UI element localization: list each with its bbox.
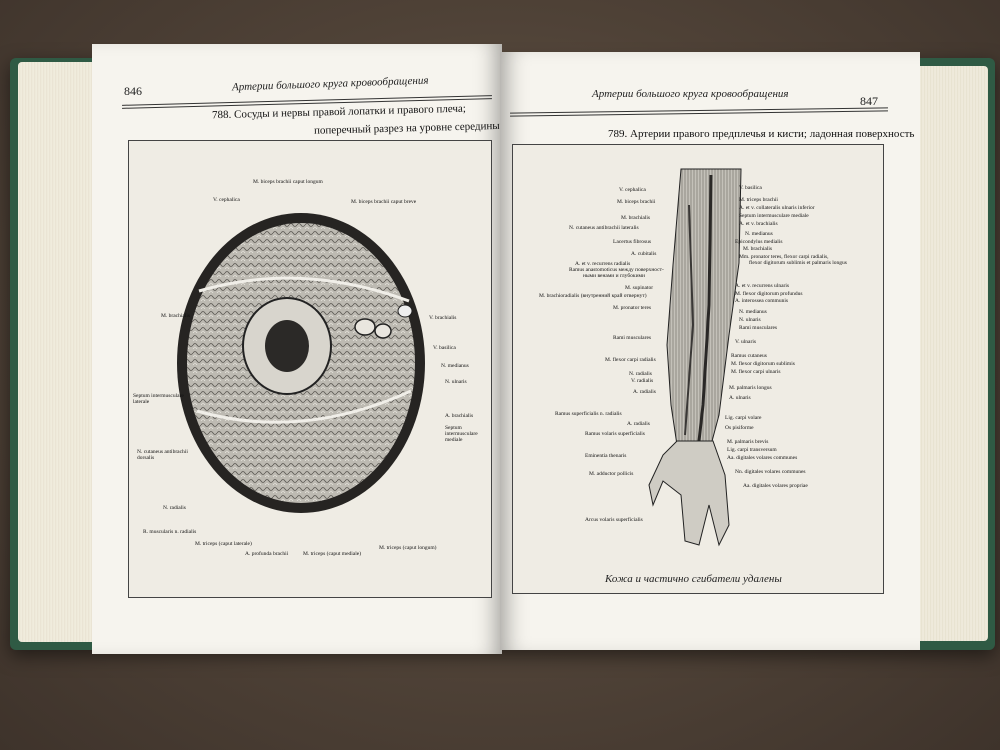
running-head-right: Артерии большого круга кровообращения xyxy=(592,88,789,100)
r-label-palmaris-brevis: M. palmaris brevis xyxy=(727,439,769,445)
r-label-nn-digitales: Nn. digitales volares communes xyxy=(735,469,806,475)
label-n-radialis: N. radialis xyxy=(163,505,186,511)
r-label-v-cephalica: V. cephalica xyxy=(619,187,646,193)
r-label-flexor-carpi-radialis: M. flexor carpi radialis xyxy=(605,357,656,363)
r-label-pronator-teres: M. pronator teres xyxy=(613,305,652,311)
page-number-right: 847 xyxy=(860,94,878,108)
label-n-ulnaris: N. ulnaris xyxy=(445,379,467,385)
label-triceps-medial: M. triceps (caput mediale) xyxy=(303,551,362,557)
r-label-lacertus: Lacertus fibrosus xyxy=(613,239,652,245)
left-page: 846 Артерии большого круга кровообращени… xyxy=(92,44,529,654)
r-label-a-radialis-2: A. radialis xyxy=(627,421,650,427)
running-head-left: Артерии большого круга кровообращения xyxy=(231,74,429,94)
r-label-a-cubitalis: A. cubitalis xyxy=(631,251,657,257)
r-label-palmaris-longus: M. palmaris longus xyxy=(729,385,772,391)
r-label-ramus-volaris: Ramus volaris superficialis xyxy=(585,431,645,437)
label-v-cephalica: V. cephalica xyxy=(213,197,240,203)
r-label-rami-musculares-r: Rami musculares xyxy=(739,325,778,331)
label-biceps-short: M. biceps brachii caput breve xyxy=(351,199,417,205)
figure-789-footnote: Кожа и частично сгибатели удалены xyxy=(605,573,782,585)
r-label-epicondylus: Epicondylus medialis xyxy=(735,239,783,245)
r-label-septum: Septum intermusculare mediale xyxy=(739,213,809,219)
figure-788-caption-2: поперечный разрез на уровне середины пле… xyxy=(313,119,529,137)
r-label-v-ulnaris: V. ulnaris xyxy=(735,339,756,345)
label-a-brachialis: A. brachialis xyxy=(445,413,474,419)
r-label-n-medianus: N. medianus xyxy=(745,231,773,237)
r-label-recurrens-ulnaris: A. et v. recurrens ulnaris xyxy=(735,283,790,289)
r-label-pronator-group-2: flexor digitorum sublimis et palmaris lo… xyxy=(749,260,847,266)
r-label-n-medianus-2: N. medianus xyxy=(739,309,767,315)
arm-cross-section-illustration xyxy=(177,213,425,513)
r-label-rami-musculares: Rami musculares xyxy=(613,335,652,341)
r-label-pronator-group: Mm. pronator teres, flexor carpi radiali… xyxy=(739,254,829,260)
label-n-medianus: N. medianus xyxy=(441,363,469,369)
r-label-v-basilica: V. basilica xyxy=(739,185,762,191)
label-v-basilica: V. basilica xyxy=(433,345,456,351)
r-label-aa-digitales-propriae: Aa. digitales volares propriae xyxy=(743,483,808,489)
right-page-edges xyxy=(908,66,988,641)
label-a-profunda: A. profunda brachii xyxy=(245,551,289,557)
label-septum-mediale: Septum intermusculare mediale xyxy=(445,425,478,443)
label-triceps-lateral: M. triceps (caput laterale) xyxy=(195,541,252,547)
r-label-lig-carpi-volare: Lig. carpi volare xyxy=(725,415,762,421)
r-label-m-brachialis: M. brachialis xyxy=(743,246,773,252)
r-label-biceps: M. biceps brachii xyxy=(617,199,656,205)
label-septum-laterale: Septum intermusculare laterale xyxy=(133,393,184,405)
r-label-ramus-anastomoticus-2: ными венами и глубокими xyxy=(583,273,645,279)
r-label-brachioradialis: M. brachioradialis (внутренний край отве… xyxy=(539,293,647,299)
r-label-supinator: M. supinator xyxy=(625,285,654,291)
figure-789-frame: V. cephalica M. biceps brachii M. brachi… xyxy=(512,144,884,594)
r-label-ramus-anastomoticus: Ramus anastomoticus между поверхност- xyxy=(569,267,664,273)
r-label-interossea: A. interossea communis xyxy=(735,298,789,304)
r-label-triceps: M. triceps brachii xyxy=(739,197,778,203)
r-label-n-radialis: N. radialis xyxy=(629,371,652,377)
left-page-edges xyxy=(18,62,106,642)
r-label-brachialis-av: A. et v. brachialis xyxy=(739,221,778,227)
r-label-v-radialis: V. radialis xyxy=(631,378,654,384)
right-page: Артерии большого круга кровообращения 84… xyxy=(500,52,920,650)
label-m-brachialis: M. brachialis xyxy=(161,313,191,319)
r-label-adductor: M. adductor pollicis xyxy=(589,471,634,477)
r-label-n-cutaneus: N. cutaneus antibrachii lateralis xyxy=(569,225,639,231)
r-label-n-ulnaris: N. ulnaris xyxy=(739,317,761,323)
r-label-flexor-sublimis: M. flexor digitorum sublimis xyxy=(731,361,795,367)
r-label-lig-transversum: Lig. carpi transversum xyxy=(727,447,777,453)
r-label-ramus-cutaneus: Ramus cutaneus xyxy=(731,353,767,359)
r-label-flexor-carpi-ulnaris: M. flexor carpi ulnaris xyxy=(731,369,781,375)
r-label-eminentia: Eminentia thenaris xyxy=(585,453,627,459)
r-label-arcus: Arcus volaris superficialis xyxy=(585,517,643,523)
figure-788-frame: M. biceps brachii caput longum V. cephal… xyxy=(128,140,492,598)
label-n-cutaneus-dorsalis: N. cutaneus antibrachii dorsalis xyxy=(137,449,188,461)
label-r-muscularis: R. muscularis n. radialis xyxy=(143,529,197,535)
forearm-illustration xyxy=(648,168,742,547)
r-label-ramus-superficialis: Ramus superficialis n. radialis xyxy=(555,411,622,417)
r-label-brachialis: M. brachialis xyxy=(621,215,651,221)
label-v-brachialis: V. brachialis xyxy=(429,315,457,321)
r-label-recurrens-radialis: A. et v. recurrens radialis xyxy=(575,261,631,267)
r-label-os-pisiforme: Os pisiforme xyxy=(725,425,754,431)
label-triceps-long: M. triceps (caput longum) xyxy=(379,545,437,551)
r-label-a-radialis: A. radialis xyxy=(633,389,656,395)
r-label-flexor-profundus: M. flexor digitorum profundus xyxy=(735,291,803,297)
r-label-aa-digitales-communes: Aa. digitales volares communes xyxy=(727,455,798,461)
r-label-a-ulnaris: A. ulnaris xyxy=(729,395,751,401)
page-number-left: 846 xyxy=(124,84,142,98)
label-biceps-long: M. biceps brachii caput longum xyxy=(253,179,323,185)
figure-789-caption: 789. Артерии правого предплечья и кисти;… xyxy=(608,128,915,140)
r-label-collateralis: A. et v. collateralis ulnaris inferior xyxy=(739,205,815,211)
